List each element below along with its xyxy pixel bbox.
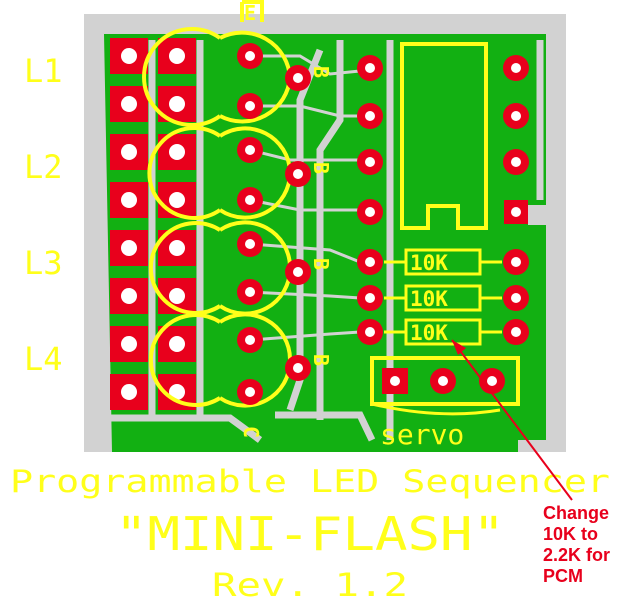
resistor-label-1: 10K [410, 251, 448, 275]
annotation-line-1: Change [543, 503, 610, 523]
row-label-l4: L4 [24, 340, 63, 378]
annotation-line-3: 2.2K for [543, 545, 611, 565]
copper-ground-plane [104, 34, 546, 452]
title-line-1: Programmable LED Sequencer [10, 464, 610, 500]
row-label-l2: L2 [24, 148, 63, 186]
pin-b-label-4: B [309, 354, 333, 366]
title-block: Programmable LED Sequencer "MINI-FLASH" … [10, 464, 610, 604]
servo-header: servo [370, 356, 520, 451]
row-labels: L1 L2 L3 L4 [24, 52, 63, 378]
annotation-note: Change 10K to 2.2K for PCM [543, 503, 638, 587]
resistor-label-3: 10K [410, 321, 448, 345]
pin-b-label-1: B [309, 66, 333, 78]
pin-c-label: C [239, 426, 263, 438]
resistor-label-2: 10K [410, 287, 448, 311]
pin-b-label-3: B [309, 258, 333, 270]
servo-label: servo [380, 418, 464, 451]
row-label-l3: L3 [24, 244, 63, 282]
annotation-arrow [451, 339, 573, 501]
annotation-line-2: 10K to [543, 524, 599, 544]
row-label-l1: L1 [24, 52, 63, 90]
transistor-pin-labels: E B B B B C [239, 1, 333, 438]
transistor-pads [237, 43, 311, 405]
title-line-2: "MINI-FLASH" [115, 507, 505, 561]
ic-outline [400, 42, 488, 230]
ic-pads [357, 55, 529, 345]
annotation-line-4: PCM [543, 566, 583, 586]
resistors: 10K 10K 10K [384, 248, 502, 346]
pin-e-label: E [244, 1, 256, 25]
title-line-3: Rev. 1.2 [212, 566, 408, 604]
pin-b-label-2: B [309, 162, 333, 174]
